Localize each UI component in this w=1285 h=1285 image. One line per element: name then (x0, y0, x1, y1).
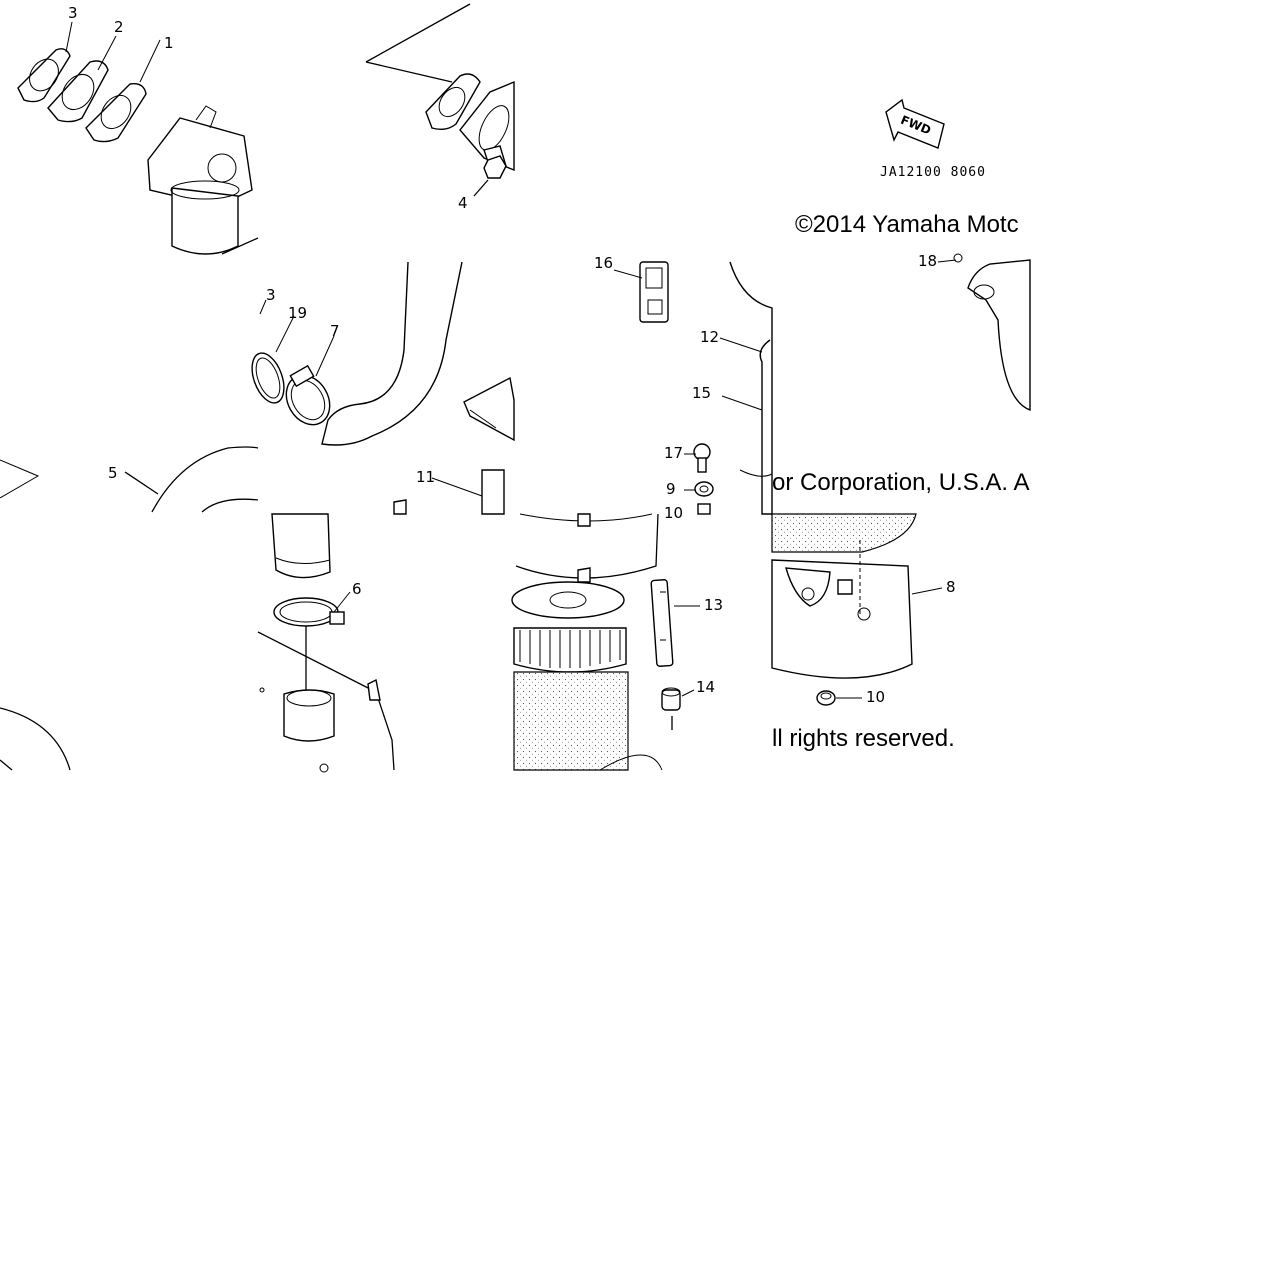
callout-8: 8 (946, 578, 956, 596)
clamp-6 (273, 597, 345, 690)
callout-15: 15 (692, 384, 711, 402)
filter-top (519, 513, 653, 527)
callout-10: 10 (866, 688, 885, 706)
case-5-lower (0, 707, 71, 771)
nut-9 (694, 481, 714, 515)
callout-3-row2: 3 (266, 286, 276, 304)
air-box-lower (257, 631, 395, 773)
callout-11: 11 (416, 468, 435, 486)
gasket-1 (85, 83, 147, 143)
nut-4 (473, 155, 507, 197)
case-5 (124, 446, 259, 513)
callout-7: 7 (330, 322, 340, 340)
housing-18 (953, 253, 1031, 411)
fwd-arrow-icon: FWD (885, 98, 945, 149)
retainer-13 (650, 579, 674, 667)
reference-code: JA12100 8060 (880, 165, 986, 180)
callout-9: 9 (666, 480, 676, 498)
callout-4: 4 (458, 194, 468, 212)
gasket-3 (17, 48, 71, 103)
grommet-10 (816, 690, 836, 706)
air-box-cover (393, 376, 515, 515)
carburetor (147, 105, 259, 255)
callout-18: 18 (918, 252, 937, 270)
gasket-2 (47, 60, 109, 123)
callout-2: 2 (114, 18, 124, 36)
callout-19: 19 (288, 304, 307, 322)
clamp-19 (251, 352, 285, 404)
clamp-7 (285, 364, 331, 426)
cover-12-15 (729, 261, 773, 515)
callout-12: 12 (700, 328, 719, 346)
callout-14: 14 (696, 678, 715, 696)
element-16 (639, 261, 669, 323)
callout-5: 5 (108, 464, 118, 482)
bolt-17 (693, 443, 711, 473)
callout-17: 17 (664, 444, 683, 462)
callout-leaders (65, 21, 957, 699)
callout-3: 3 (68, 4, 78, 22)
intake-hose (321, 261, 463, 446)
callout-13: 13 (704, 596, 723, 614)
leader-line-manifold (365, 3, 471, 83)
filter-element (511, 513, 663, 771)
callout-1: 1 (164, 34, 174, 52)
copyright-line-3: ll rights reserved. (772, 725, 955, 752)
grommet-14 (661, 687, 681, 730)
gasket-manifold (425, 73, 481, 131)
gasket-box (0, 459, 40, 499)
case-8 (771, 513, 917, 679)
copyright-line-2: or Corporation, U.S.A. A (772, 469, 1029, 496)
callout-10-row2: 10 (664, 504, 683, 522)
callout-16: 16 (594, 254, 613, 272)
callout-6: 6 (352, 580, 362, 598)
copyright-line-1: ©2014 Yamaha Motc (795, 211, 1019, 238)
hose-lower (271, 513, 331, 579)
